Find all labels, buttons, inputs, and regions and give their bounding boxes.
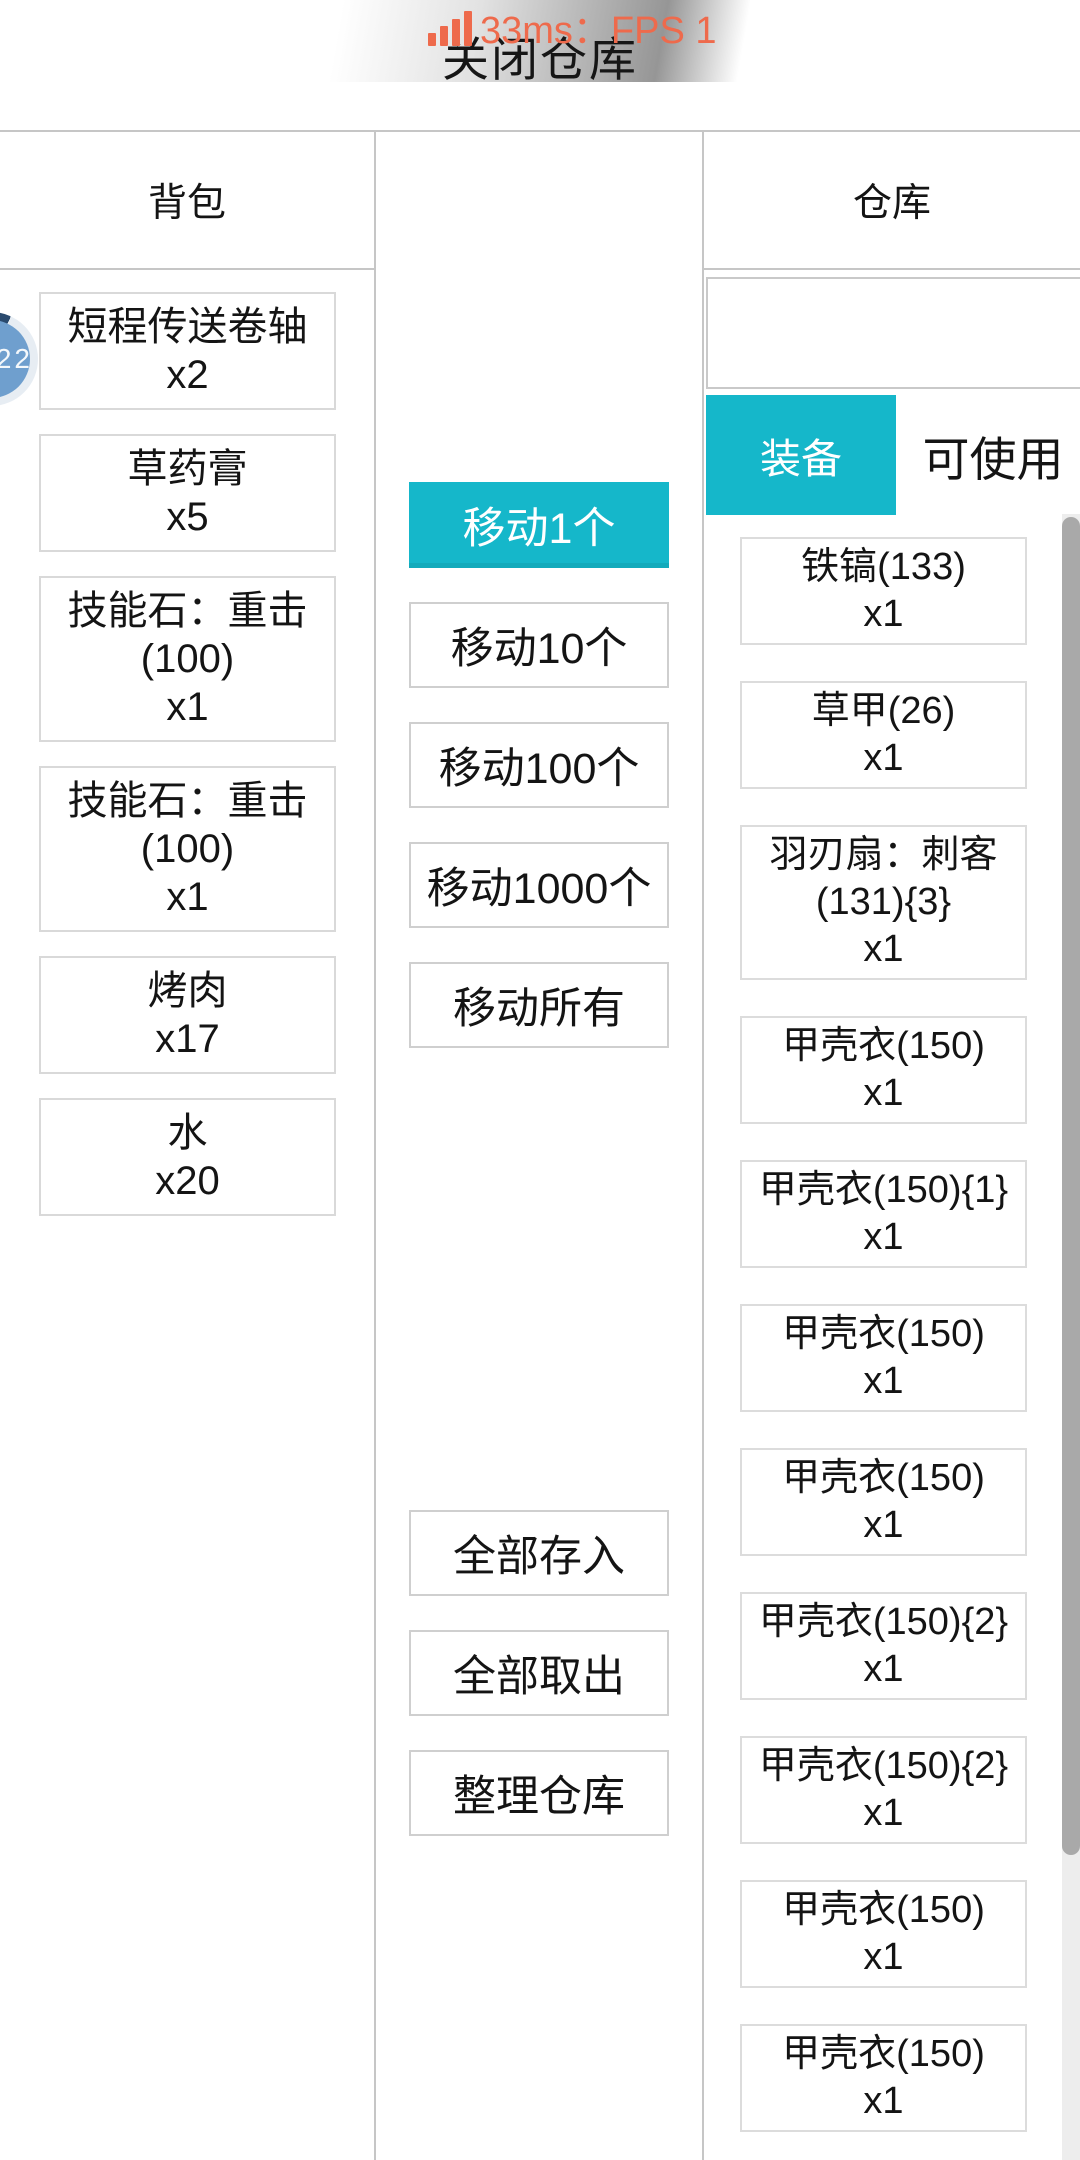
warehouse-item[interactable]: 铁镐(133) x1: [740, 537, 1027, 645]
item-name: 甲壳衣(150): [782, 1889, 985, 1931]
item-count: x5: [166, 495, 209, 539]
warehouse-header: 仓库: [704, 132, 1080, 270]
move-button[interactable]: 移动1000个: [409, 842, 669, 928]
item-count: x1: [863, 593, 904, 635]
tab-usable[interactable]: 可使用: [896, 395, 1080, 515]
item-count: x1: [863, 928, 904, 970]
item-count: x1: [863, 1936, 904, 1978]
warehouse-item[interactable]: 甲壳衣(150){2} x1: [740, 1736, 1027, 1844]
scrollbar-thumb[interactable]: [1062, 517, 1080, 1855]
item-count: x1: [863, 1216, 904, 1258]
item-name: 甲壳衣(150){2}: [758, 1745, 1009, 1787]
item-name: 甲壳衣(150): [782, 1025, 985, 1067]
item-name: 甲壳衣(150): [782, 2033, 985, 2075]
close-warehouse-label: 关闭仓库: [442, 32, 638, 86]
item-count: x1: [863, 1504, 904, 1546]
item-count: x1: [863, 2080, 904, 2122]
move-button-label: 移动1000个: [426, 865, 652, 913]
move-button-label: 移动10个: [450, 625, 628, 673]
bulk-button-label: 全部存入: [453, 1533, 625, 1581]
backpack-header: 背包: [0, 132, 374, 270]
backpack-item[interactable]: 水 x20: [39, 1098, 336, 1216]
backpack-title: 背包: [147, 182, 226, 225]
item-name: 甲壳衣(150){2}: [758, 1601, 1009, 1643]
item-name: 草甲(26): [811, 690, 956, 732]
move-button-label: 移动100个: [438, 745, 640, 793]
backpack-item[interactable]: 技能石：重击 (100) x1: [39, 766, 336, 932]
item-name: 烤肉: [147, 969, 228, 1013]
item-count: x1: [863, 1072, 904, 1114]
item-name: 铁镐(133): [801, 546, 966, 588]
backpack-item-list: 短程传送卷轴 x2 草药膏 x5 技能石：重击 (100) x1 技能石：重击 …: [0, 272, 375, 1216]
item-name: 甲壳衣(150): [782, 1313, 985, 1355]
warehouse-item[interactable]: 甲壳衣(150) x1: [740, 1304, 1027, 1412]
warehouse-item[interactable]: 羽刃扇：刺客 (131){3} x1: [740, 825, 1027, 980]
move-button[interactable]: 移动所有: [409, 962, 669, 1048]
backpack-item[interactable]: 短程传送卷轴 x2: [39, 292, 336, 410]
item-name: 甲壳衣(150){1}: [758, 1169, 1009, 1211]
warehouse-item[interactable]: 甲壳衣(150){2} x1: [740, 1592, 1027, 1700]
warehouse-item[interactable]: 甲壳衣(150) x1: [740, 1448, 1027, 1556]
backpack-item[interactable]: 烤肉 x17: [39, 956, 336, 1074]
bulk-button-group: 全部存入 全部取出 整理仓库: [409, 1510, 669, 1836]
item-count: x2: [166, 353, 209, 397]
warehouse-item[interactable]: 甲壳衣(150) x1: [740, 1880, 1027, 1988]
tab-equipment[interactable]: 装备: [706, 395, 896, 515]
move-button-label: 移动1个: [462, 505, 616, 553]
warehouse-item-list: 铁镐(133) x1 草甲(26) x1 羽刃扇：刺客 (131){3} x1 …: [740, 514, 1031, 2160]
move-button[interactable]: 移动10个: [409, 602, 669, 688]
item-name: 草药膏: [127, 447, 248, 491]
floating-ball-badge[interactable]: 22: [0, 312, 38, 406]
bulk-button-label: 整理仓库: [453, 1773, 625, 1821]
backpack-item[interactable]: 技能石：重击 (100) x1: [39, 576, 336, 742]
bulk-button[interactable]: 全部存入: [409, 1510, 669, 1596]
warehouse-tabs: 装备 可使用: [706, 395, 1080, 515]
move-button-label: 移动所有: [453, 985, 625, 1033]
floating-ball-count: 22: [0, 343, 33, 374]
warehouse-title: 仓库: [852, 182, 931, 225]
item-count: x1: [863, 1648, 904, 1690]
move-button-group: 移动1个 移动10个 移动100个 移动1000个 移动所有: [409, 482, 669, 1048]
item-name: 甲壳衣(150): [782, 1457, 985, 1499]
item-count: x1: [863, 737, 904, 779]
item-count: x1: [166, 875, 209, 919]
close-warehouse-button[interactable]: 关闭仓库: [330, 0, 750, 86]
item-count: x1: [863, 1360, 904, 1402]
item-name: 短程传送卷轴: [67, 305, 308, 349]
item-name: 技能石：重击 (100): [67, 589, 308, 681]
move-button[interactable]: 移动100个: [409, 722, 669, 808]
item-count: x1: [863, 1792, 904, 1834]
warehouse-search-input[interactable]: [706, 277, 1080, 389]
warehouse-item[interactable]: 草甲(26) x1: [740, 681, 1027, 789]
backpack-panel-divider: [374, 130, 376, 2160]
item-count: x20: [155, 1159, 220, 1203]
bulk-button[interactable]: 全部取出: [409, 1630, 669, 1716]
warehouse-panel-divider: [702, 130, 704, 2160]
item-name: 羽刃扇：刺客 (131){3}: [769, 834, 998, 923]
warehouse-item[interactable]: 甲壳衣(150) x1: [740, 2024, 1027, 2132]
item-name: 水: [167, 1111, 208, 1155]
move-button[interactable]: 移动1个: [409, 482, 669, 568]
item-count: x1: [166, 685, 209, 729]
backpack-item[interactable]: 草药膏 x5: [39, 434, 336, 552]
warehouse-item[interactable]: 甲壳衣(150) x1: [740, 1016, 1027, 1124]
bulk-button-label: 全部取出: [453, 1653, 625, 1701]
top-divider: [0, 130, 1080, 132]
item-name: 技能石：重击 (100): [67, 779, 308, 871]
warehouse-item[interactable]: 甲壳衣(150){1} x1: [740, 1160, 1027, 1268]
bulk-button[interactable]: 整理仓库: [409, 1750, 669, 1836]
item-count: x17: [155, 1017, 220, 1061]
